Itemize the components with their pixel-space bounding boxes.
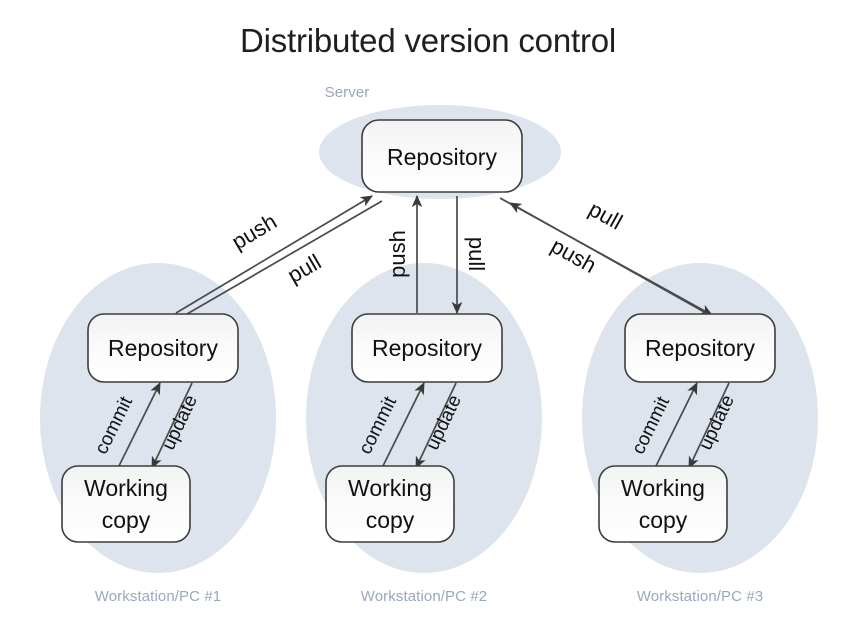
edge-ws3-push-line — [509, 202, 723, 323]
node-ws1-repository[interactable]: Repository — [87, 313, 239, 383]
ws3-working-copy-label-line1: Working — [621, 475, 705, 501]
edge-ws1-update-line — [151, 382, 193, 469]
ws3-repository-label: Repository — [645, 335, 755, 361]
ws3-working-copy-box[interactable] — [598, 465, 728, 543]
edge-ws2-pull-label: pull — [464, 237, 489, 271]
node-ws2-working-copy[interactable]: Working copy — [325, 465, 455, 543]
ws1-working-copy-label-line2: copy — [102, 507, 151, 533]
ws1-zone-label: Workstation/PC #1 — [95, 588, 221, 605]
edge-ws2-push: push — [385, 194, 423, 313]
edge-ws1-push-line — [175, 195, 373, 314]
ws3-repository-box[interactable] — [624, 313, 776, 383]
ws2-working-copy-label-line1: Working — [348, 475, 432, 501]
ws1-repository-label: Repository — [108, 335, 218, 361]
ws1-repository-box[interactable] — [87, 313, 239, 383]
edge-ws3-pull-label: pull — [585, 196, 627, 234]
ws3-working-copy-label-line2: copy — [639, 507, 688, 533]
edge-ws2-update-line — [415, 382, 457, 469]
node-ws3-working-copy[interactable]: Working copy — [598, 465, 728, 543]
ws1-working-copy-label-line1: Working — [84, 475, 168, 501]
edge-ws1-push-label: push — [227, 209, 281, 255]
edge-ws3-commit-line — [654, 382, 698, 469]
edge-ws2-push-label: push — [385, 230, 410, 278]
server-repository-label: Repository — [387, 144, 497, 170]
node-ws1-working-copy[interactable]: Working copy — [61, 465, 191, 543]
ws2-working-copy-box[interactable] — [325, 465, 455, 543]
node-server-repository[interactable]: Repository — [361, 119, 523, 193]
edge-ws2-pull: pull — [451, 196, 489, 315]
ws1-working-copy-box[interactable] — [61, 465, 191, 543]
ws2-working-copy-label-line2: copy — [366, 507, 415, 533]
edge-ws2-commit-line — [381, 382, 425, 469]
server-repository-box[interactable] — [361, 119, 523, 193]
edge-ws3-update-line — [688, 382, 730, 469]
page-title: Distributed version control — [240, 22, 616, 59]
server-zone-label: Server — [325, 84, 370, 101]
edge-ws1-commit-line — [117, 382, 161, 469]
node-ws2-repository[interactable]: Repository — [351, 313, 503, 383]
edge-ws1-pull-line — [167, 200, 383, 326]
node-ws3-repository[interactable]: Repository — [624, 313, 776, 383]
ws2-repository-label: Repository — [372, 335, 482, 361]
edge-ws1-push: push — [175, 195, 373, 314]
ws2-zone-label: Workstation/PC #2 — [361, 588, 487, 605]
edge-ws3-pull: pull — [499, 196, 713, 316]
ws2-repository-box[interactable] — [351, 313, 503, 383]
ws3-zone-label: Workstation/PC #3 — [637, 588, 763, 605]
